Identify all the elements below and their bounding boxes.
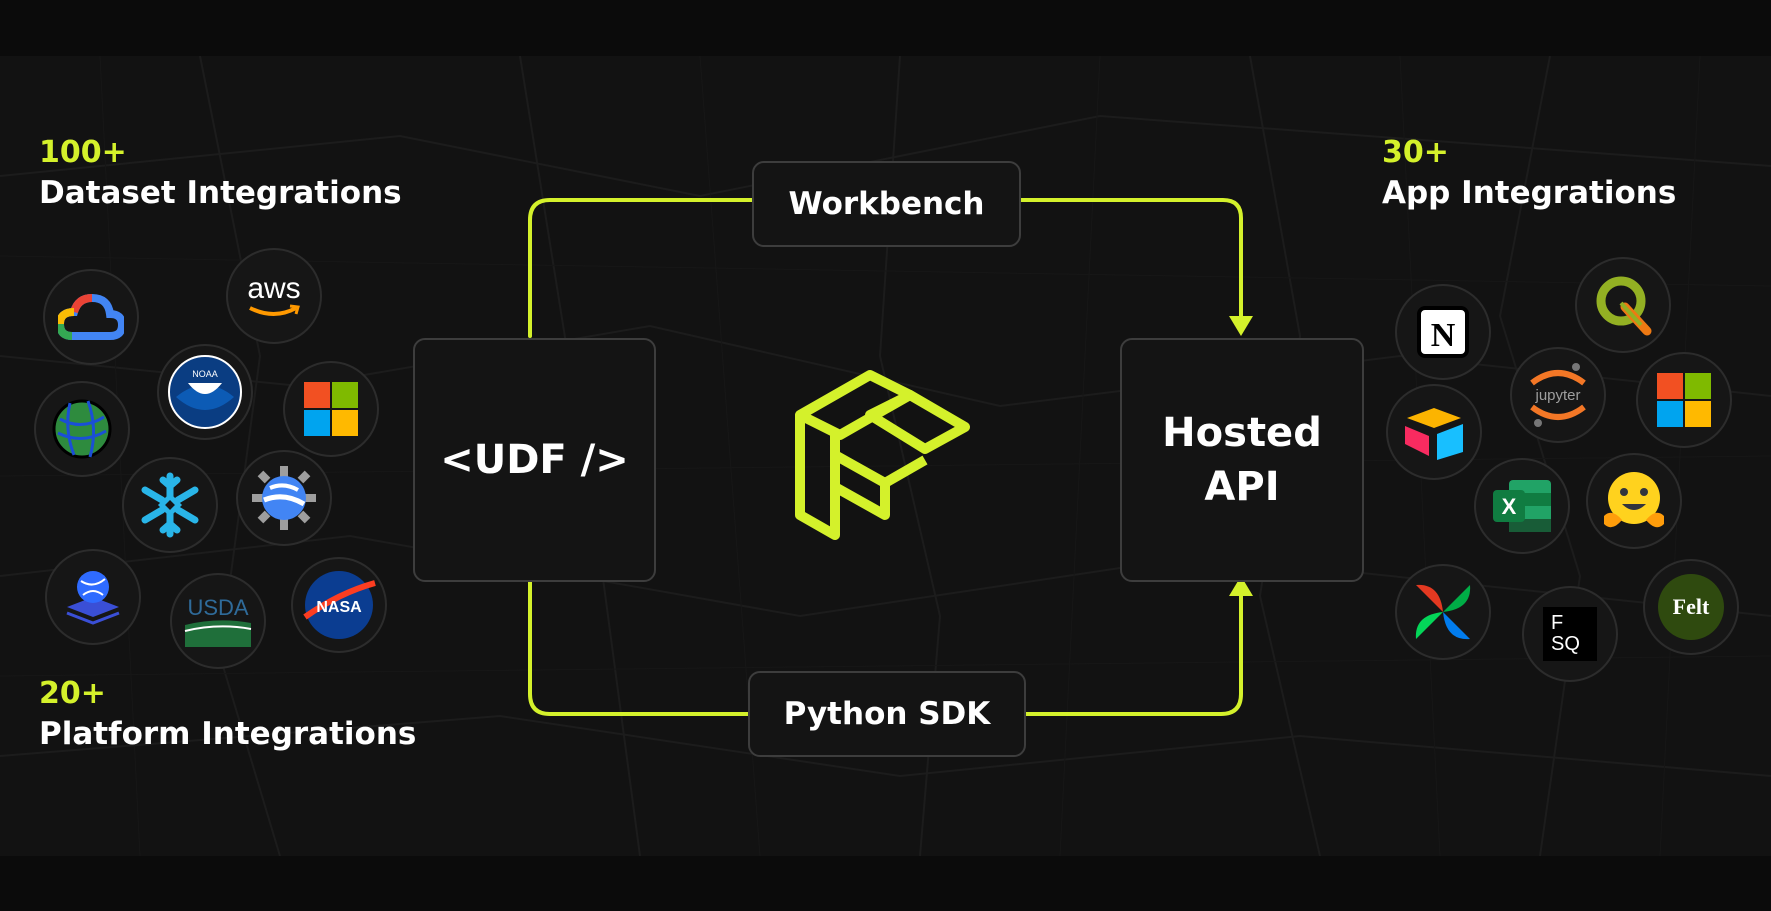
aws-text: aws: [247, 272, 301, 305]
connector-sdk-to-api: [1021, 592, 1243, 716]
jupyter-icon: jupyter: [1530, 363, 1586, 427]
aws-smile-icon: [249, 304, 300, 316]
dataset-integrations-heading: 100+ Dataset Integrations: [39, 134, 402, 214]
stacked-globe-logo: [45, 549, 141, 645]
dataset-count: 100+: [39, 135, 127, 170]
platform-count: 20+: [39, 676, 106, 711]
connector-workbench-to-api: [1017, 198, 1243, 320]
workbench-label: Workbench: [788, 186, 985, 222]
nasa-text: NASA: [316, 599, 362, 616]
app-label: App Integrations: [1382, 175, 1677, 211]
jupyter-text: jupyter: [1534, 387, 1580, 404]
fused-logo-icon: [795, 370, 970, 540]
nasa-icon: NASA: [303, 571, 376, 639]
excel-icon: X: [1493, 480, 1551, 532]
usda-logo: USDA: [170, 573, 266, 669]
python-sdk-label: Python SDK: [783, 696, 991, 732]
hosted-api-node[interactable]: Hosted API: [1120, 338, 1364, 582]
snowflake-logo: [122, 457, 218, 553]
stacked-globe-icon: [66, 571, 120, 625]
workbench-node[interactable]: Workbench: [752, 161, 1021, 247]
aws-logo: aws: [226, 248, 322, 344]
dataset-label: Dataset Integrations: [39, 175, 402, 211]
hugging-face-icon: [1604, 472, 1664, 528]
connector-udf-to-workbench: [528, 198, 754, 338]
noaa-icon: NOAA: [168, 355, 242, 429]
platform-label: Platform Integrations: [39, 716, 417, 752]
noaa-logo: NOAA: [157, 344, 253, 440]
airflow-icon: [1415, 584, 1471, 640]
google-earth-logo: [236, 450, 332, 546]
python-sdk-node[interactable]: Python SDK: [748, 671, 1026, 757]
airflow-logo: [1395, 564, 1491, 660]
notion-icon: N: [1417, 306, 1469, 358]
globe-grid-icon: [52, 399, 112, 459]
felt-text: Felt: [1672, 594, 1710, 619]
notion-text: N: [1431, 317, 1456, 354]
microsoft-logo-left: [283, 361, 379, 457]
udf-label: <UDF />: [440, 437, 629, 483]
usda-icon: USDA: [184, 595, 252, 647]
globe-grid-logo: [34, 381, 130, 477]
jupyter-logo: jupyter: [1510, 347, 1606, 443]
app-count: 30+: [1382, 135, 1449, 170]
noaa-text: NOAA: [192, 369, 218, 379]
microsoft-logo-right: [1636, 352, 1732, 448]
qgis-logo: [1575, 257, 1671, 353]
airtable-icon: [1405, 408, 1463, 460]
arrowhead-up-icon: [1229, 576, 1253, 596]
udf-node[interactable]: <UDF />: [413, 338, 656, 582]
qgis-icon: [1596, 276, 1652, 336]
felt-logo: Felt: [1643, 559, 1739, 655]
google-earth-icon: [252, 466, 316, 530]
snowflake-icon: [141, 472, 199, 538]
hosted-api-label-2: API: [1204, 464, 1280, 510]
fsq-text-line2: SQ: [1551, 633, 1580, 655]
google-cloud-icon: [58, 293, 124, 340]
google-cloud-logo: [43, 269, 139, 365]
excel-logo: X: [1474, 458, 1570, 554]
hosted-api-label-1: Hosted: [1162, 410, 1322, 456]
microsoft-icon: [304, 382, 358, 436]
microsoft-icon: [1657, 373, 1711, 427]
airtable-logo: [1386, 384, 1482, 480]
arrowhead-down-icon: [1229, 316, 1253, 336]
notion-logo: N: [1395, 284, 1491, 380]
foursquare-logo: F SQ: [1522, 586, 1618, 682]
platform-integrations-heading: 20+ Platform Integrations: [39, 675, 416, 755]
app-integrations-heading: 30+ App Integrations: [1382, 134, 1676, 214]
fsq-text-line1: F: [1551, 612, 1564, 634]
excel-text: X: [1502, 494, 1517, 519]
connector-udf-to-sdk: [528, 580, 752, 716]
hugging-face-logo: [1586, 453, 1682, 549]
nasa-logo: NASA: [291, 557, 387, 653]
map-streets-icon: [0, 55, 1771, 857]
usda-text: USDA: [187, 595, 248, 620]
